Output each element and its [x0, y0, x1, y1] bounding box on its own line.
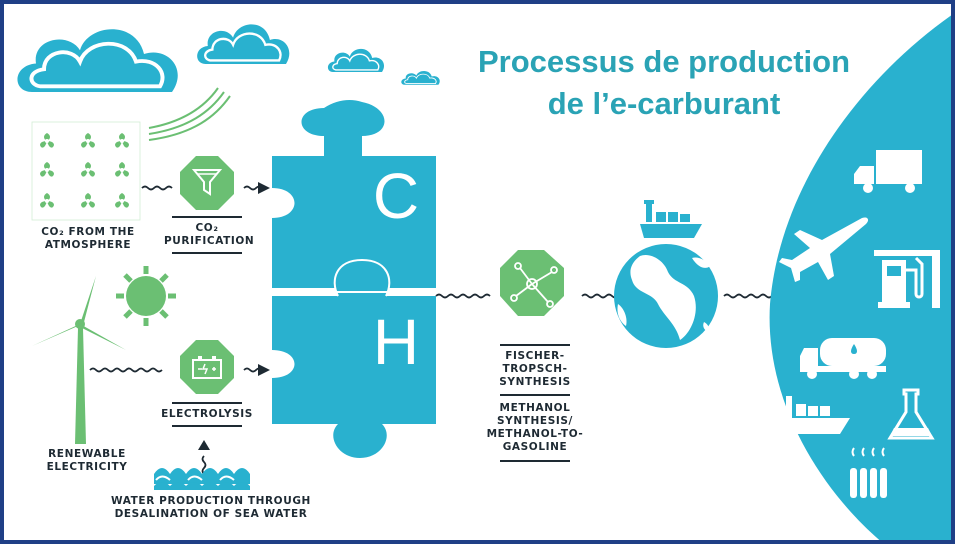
- divider: [172, 402, 242, 404]
- electrolysis-label: ELECTROLYSIS: [161, 408, 253, 420]
- fuel-pump-icon: [874, 250, 940, 308]
- arrow-synthesis-to-globe: [581, 293, 619, 299]
- divider: [172, 252, 242, 254]
- filter-funnel-icon: [180, 156, 234, 210]
- renewable-electricity-label: RENEWABLE ELECTRICITY: [46, 448, 128, 473]
- battery-icon: [180, 340, 234, 394]
- leaf-cluster-icon: [31, 121, 141, 221]
- sun-icon: [116, 266, 176, 326]
- co2-purification-label: CO₂ PURIFICATION: [164, 222, 255, 247]
- divider: [172, 425, 242, 427]
- arrow-co2-to-filter: [141, 185, 173, 191]
- radiator-icon: [850, 447, 887, 498]
- wind-turbine-icon: [32, 276, 126, 444]
- divider: [172, 216, 242, 218]
- arrow-turbine-to-battery: [89, 367, 163, 373]
- tanker-truck-icon: [800, 338, 886, 379]
- divider: [500, 344, 570, 346]
- cargo-ship-small-icon: [782, 396, 850, 434]
- arrow-water-up: [201, 455, 207, 475]
- process-diagram: C H: [15, 15, 951, 540]
- arrow-puzzle-to-synthesis: [435, 293, 491, 299]
- divider: [500, 394, 570, 396]
- title-line-2: de l’e-carburant: [547, 86, 781, 121]
- cargo-ship-icon: [640, 200, 702, 238]
- globe-icon: [614, 244, 718, 348]
- molecule-network-icon: [500, 250, 564, 316]
- wind-lines-icon: [148, 87, 231, 141]
- methanol-synthesis-label: METHANOL SYNTHESIS/ METHANOL-TO- GASOLIN…: [486, 402, 584, 453]
- cloud-icon: [15, 23, 441, 94]
- divider: [500, 460, 570, 462]
- puzzle-piece-c: [272, 100, 436, 302]
- co2-source-label: CO₂ FROM THE ATMOSPHERE: [41, 226, 135, 251]
- puzzle-letter-h: H: [373, 306, 419, 378]
- waves-icon: [154, 468, 250, 490]
- airplane-icon: [779, 217, 869, 282]
- title-line-1: Processus de production: [477, 44, 851, 79]
- fischer-tropsch-label: FISCHER- TROPSCH- SYNTHESIS: [499, 350, 571, 388]
- water-production-label: WATER PRODUCTION THROUGH DESALINATION OF…: [111, 495, 311, 520]
- puzzle-piece-h: [272, 260, 436, 458]
- truck-icon: [854, 150, 922, 193]
- flask-icon: [887, 388, 935, 440]
- puzzle-letter-c: C: [373, 160, 419, 232]
